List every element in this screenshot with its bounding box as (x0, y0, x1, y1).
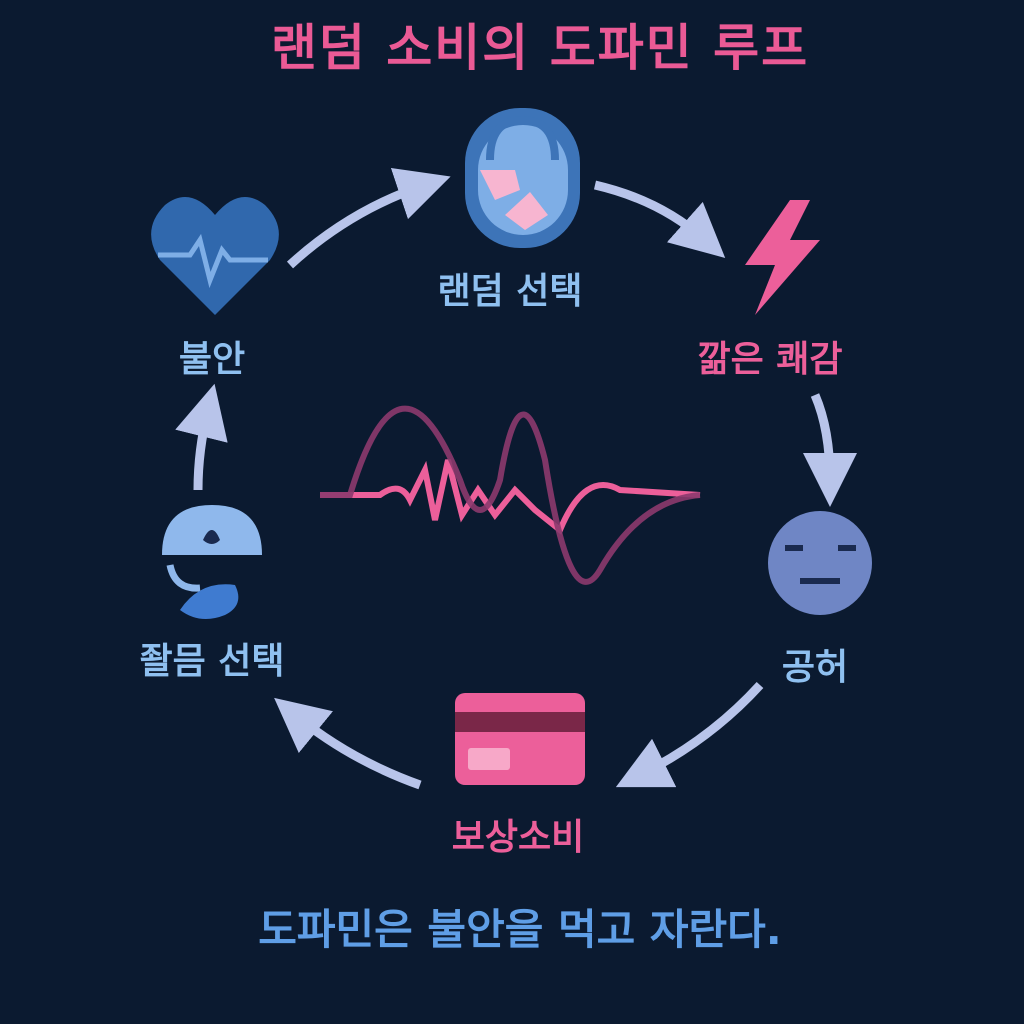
lightning-icon (745, 200, 820, 315)
node-label-short-pleasure: 깖은 쾌감 (697, 339, 843, 380)
footer-caption: 도파민은 불안을 먹고 자란다. (258, 905, 782, 954)
node-label-choice: 좔믐 선택 (139, 641, 285, 682)
heart-pulse-icon (151, 197, 279, 315)
node-label-emptiness: 공허 (781, 647, 849, 688)
arrow-random-to-pleasure (593, 180, 726, 258)
arrow-empty-to-reward (615, 681, 764, 788)
arrow-reward-to-choice (274, 697, 422, 790)
page-title: 랜덤 소비의 도파민 루프 (270, 19, 810, 77)
person-icon (162, 505, 262, 619)
pill-icon (465, 108, 580, 248)
credit-card-icon (455, 693, 585, 785)
neutral-face-icon (768, 511, 872, 615)
arrow-choice-to-anxiety (175, 383, 228, 491)
node-label-anxiety: 불안 (178, 339, 246, 380)
arrow-pleasure-to-empty (802, 393, 857, 507)
wave-pink (320, 459, 701, 535)
wave-purple (320, 405, 701, 585)
node-label-random-choice: 랜덤 선택 (437, 271, 583, 312)
node-label-reward-spending: 보상소비 (451, 817, 585, 858)
arrow-anxiety-to-random (286, 167, 451, 269)
